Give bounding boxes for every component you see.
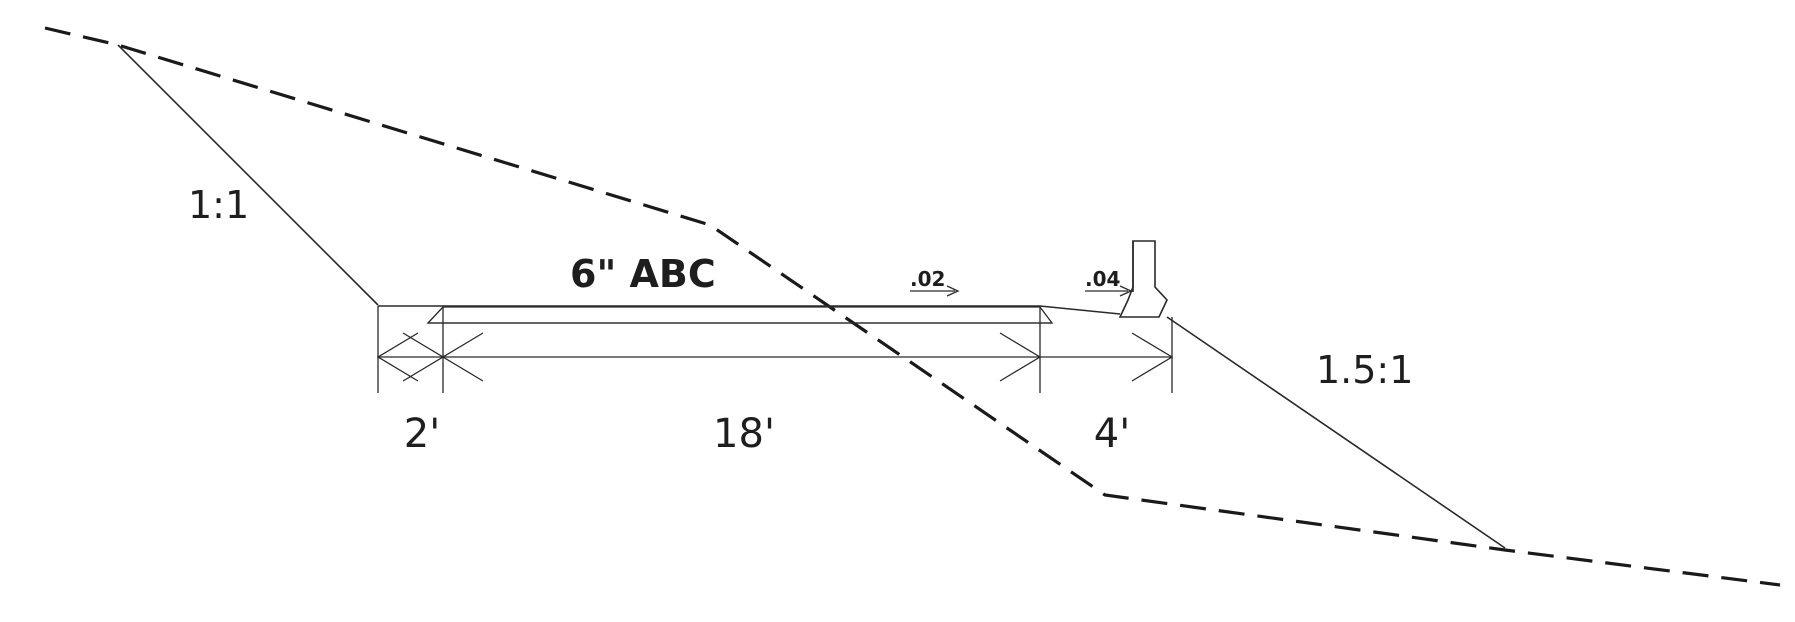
arrow-2ft-left bbox=[376, 332, 419, 382]
arrow-18ft-right bbox=[999, 332, 1042, 382]
curb bbox=[1118, 240, 1168, 318]
grade-right-label: .04 bbox=[1085, 267, 1120, 291]
shoulder-grade-line bbox=[1039, 305, 1121, 315]
dimension-label-18ft: 18' bbox=[713, 411, 775, 457]
fill-slope-right bbox=[1166, 316, 1506, 549]
slope-left-label: 1:1 bbox=[188, 183, 249, 227]
arrow-4ft-right bbox=[1131, 332, 1174, 382]
dimension-label-4ft: 4' bbox=[1094, 411, 1130, 457]
abc-base-course bbox=[426, 306, 1054, 324]
grade-right-arrow bbox=[1119, 285, 1133, 297]
grade-left-label: .02 bbox=[910, 267, 945, 291]
grade-left-arrow bbox=[946, 285, 960, 297]
material-label: 6" ABC bbox=[570, 252, 716, 296]
dimension-label-2ft: 2' bbox=[404, 411, 440, 457]
arrow-18ft-left bbox=[441, 332, 484, 382]
existing-ground-line bbox=[44, 26, 1781, 587]
cut-slope-left bbox=[117, 44, 379, 306]
slope-right-label: 1.5:1 bbox=[1316, 348, 1413, 392]
